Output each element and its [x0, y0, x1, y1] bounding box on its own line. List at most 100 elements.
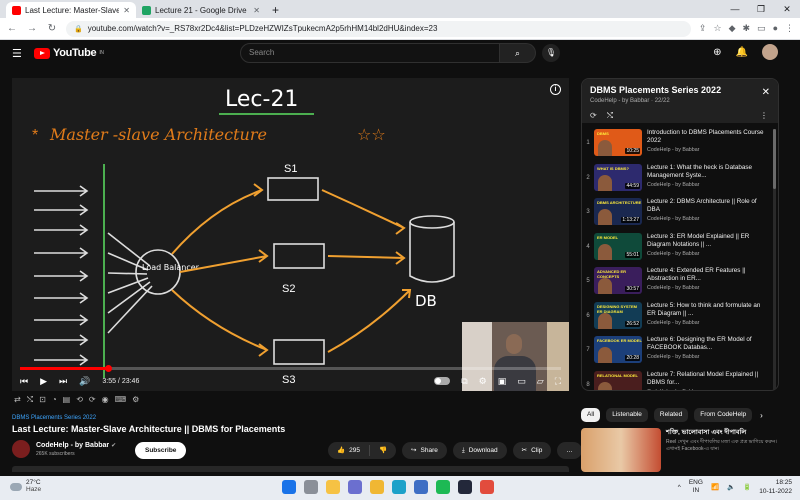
- clip-button[interactable]: ✂ Clip: [512, 442, 552, 459]
- description-box[interactable]: [12, 466, 569, 472]
- previous-icon[interactable]: ⏮: [20, 375, 29, 386]
- forward-icon[interactable]: →: [27, 23, 37, 34]
- youtube-logo[interactable]: YouTube IN: [34, 47, 104, 59]
- subscribe-button[interactable]: Subscribe: [135, 442, 187, 459]
- video-progress-bar[interactable]: [20, 365, 561, 372]
- chat-icon[interactable]: [348, 480, 362, 494]
- search-input[interactable]: Search: [240, 43, 500, 63]
- options-gear-icon[interactable]: ⚙: [132, 395, 140, 404]
- chip-listenable[interactable]: Listenable: [606, 408, 648, 422]
- theater-mode-icon[interactable]: ▭: [517, 375, 526, 386]
- like-button[interactable]: 👍 295: [328, 442, 369, 459]
- restore-icon[interactable]: ❐: [756, 4, 766, 14]
- edge-browser-icon[interactable]: [392, 480, 406, 494]
- recommendation-thumbnail[interactable]: [581, 428, 661, 472]
- file-explorer-icon[interactable]: [326, 480, 340, 494]
- shuffle-playlist-icon[interactable]: ⤭: [606, 111, 614, 120]
- dislike-button[interactable]: 👎: [370, 442, 396, 459]
- clock[interactable]: 18:25 10-11-2022: [759, 478, 792, 496]
- lock-icon[interactable]: 🔒: [74, 25, 83, 33]
- playlist-item-title[interactable]: Introduction to DBMS Placements Course 2…: [647, 129, 764, 144]
- playlist-item-title[interactable]: Lecture 4: Extended ER Features || Abstr…: [647, 267, 746, 282]
- profile-icon[interactable]: ●: [772, 23, 778, 33]
- notifications-bell-icon[interactable]: 🔔: [735, 46, 748, 58]
- chip-all[interactable]: All: [581, 408, 601, 422]
- hamburger-menu-icon[interactable]: ☰: [12, 47, 22, 60]
- miniplayer-icon[interactable]: ▣: [497, 375, 507, 386]
- playlist-item-thumbnail[interactable]: WHAT IS DBMS?44:59: [594, 163, 642, 191]
- fullscreen-icon[interactable]: ⛶: [554, 375, 561, 386]
- address-bar[interactable]: 🔒 youtube.com/watch?v=_RS78xr2Dc4&list=P…: [66, 20, 691, 37]
- speaker-icon[interactable]: 🔈: [727, 484, 736, 491]
- taskbar-search-icon[interactable]: [304, 480, 318, 494]
- minimize-icon[interactable]: —: [730, 4, 740, 14]
- voice-search-button[interactable]: 🎙: [542, 44, 560, 62]
- bookmark-star-icon[interactable]: ☆: [713, 23, 722, 33]
- new-tab-button[interactable]: +: [272, 3, 280, 17]
- playlist-item-title[interactable]: Lecture 2: DBMS Architecture || Role of …: [647, 198, 757, 213]
- sidebar-icon[interactable]: ▭: [757, 23, 766, 33]
- weather-widget[interactable]: 27°C Haze: [10, 479, 41, 494]
- loop-icon[interactable]: ⇄: [14, 395, 21, 404]
- share-button[interactable]: ↪ Share: [402, 442, 447, 459]
- extensions-puzzle-icon[interactable]: ✱: [742, 23, 751, 33]
- screenshot-icon[interactable]: ⊡: [39, 395, 46, 404]
- note-icon[interactable]: ▤: [62, 395, 71, 404]
- create-video-icon[interactable]: ⊕: [713, 46, 722, 58]
- channel-name[interactable]: CodeHelp - by Babbar ✔: [36, 442, 116, 449]
- tab-youtube[interactable]: Last Lecture: Master-Slave Archite ✕: [6, 2, 136, 18]
- autoplay-toggle[interactable]: [434, 377, 451, 385]
- channel-avatar[interactable]: [12, 440, 30, 458]
- extension-icon[interactable]: ◆: [728, 23, 736, 33]
- playlist-more-icon[interactable]: ⋮: [760, 111, 768, 120]
- forward-icon[interactable]: ⟳: [88, 395, 96, 404]
- playlist-item-title[interactable]: Lecture 3: ER Model Explained || ER Diag…: [647, 232, 750, 248]
- loop-playlist-icon[interactable]: ⟳: [590, 111, 597, 120]
- camera-icon[interactable]: ◉: [101, 395, 109, 404]
- start-menu-icon[interactable]: [282, 480, 296, 494]
- captions-icon[interactable]: ⧉: [461, 375, 468, 386]
- channel-name-text[interactable]: CodeHelp - by Babbar: [36, 441, 110, 449]
- scrubber-handle[interactable]: [105, 365, 113, 372]
- volume-icon[interactable]: 🔊: [79, 375, 91, 386]
- close-tab-icon[interactable]: ✕: [253, 5, 260, 15]
- playlist-title[interactable]: DBMS Placements Series 2022: [590, 85, 722, 95]
- search-button[interactable]: ⌕: [500, 43, 536, 63]
- reload-icon[interactable]: ↻: [47, 23, 57, 34]
- account-avatar[interactable]: [762, 44, 778, 60]
- chevron-right-icon[interactable]: ›: [760, 410, 763, 420]
- rewind-icon[interactable]: ⟲: [76, 395, 83, 404]
- speed-icon[interactable]: ◔: [51, 395, 57, 404]
- next-icon[interactable]: ⏭: [59, 375, 68, 386]
- info-icon[interactable]: i: [550, 84, 561, 95]
- download-button[interactable]: ⤓ Download: [452, 442, 507, 459]
- close-window-icon[interactable]: ✕: [783, 4, 791, 14]
- video-player[interactable]: Lec-21 Master -slave Architecture ☆☆ * L…: [12, 78, 569, 391]
- playlist-item-thumbnail[interactable]: RELATIONAL MODEL: [594, 370, 642, 390]
- cast-icon[interactable]: ▱: [536, 375, 544, 386]
- close-playlist-icon[interactable]: ✕: [761, 87, 770, 98]
- play-icon[interactable]: ▶: [40, 375, 48, 386]
- close-tab-icon[interactable]: ✕: [123, 5, 130, 15]
- store-icon[interactable]: [414, 480, 428, 494]
- language-indicator[interactable]: ENG IN: [689, 479, 703, 495]
- playlist-link[interactable]: DBMS Placements Series 2022: [12, 415, 97, 421]
- recommendation-item[interactable]: শক্তি, ভালোবাসা এবং দীপাবলি Reel দেখুন এ…: [581, 428, 791, 472]
- keyboard-icon[interactable]: ⌨: [114, 395, 127, 404]
- back-icon[interactable]: ←: [7, 23, 17, 34]
- browser-menu-icon[interactable]: ⋮: [785, 23, 794, 33]
- recommendation-title[interactable]: শক্তি, ভালোবাসা এবং দীপাবলি: [666, 429, 747, 436]
- share-icon[interactable]: ⇪: [698, 23, 707, 33]
